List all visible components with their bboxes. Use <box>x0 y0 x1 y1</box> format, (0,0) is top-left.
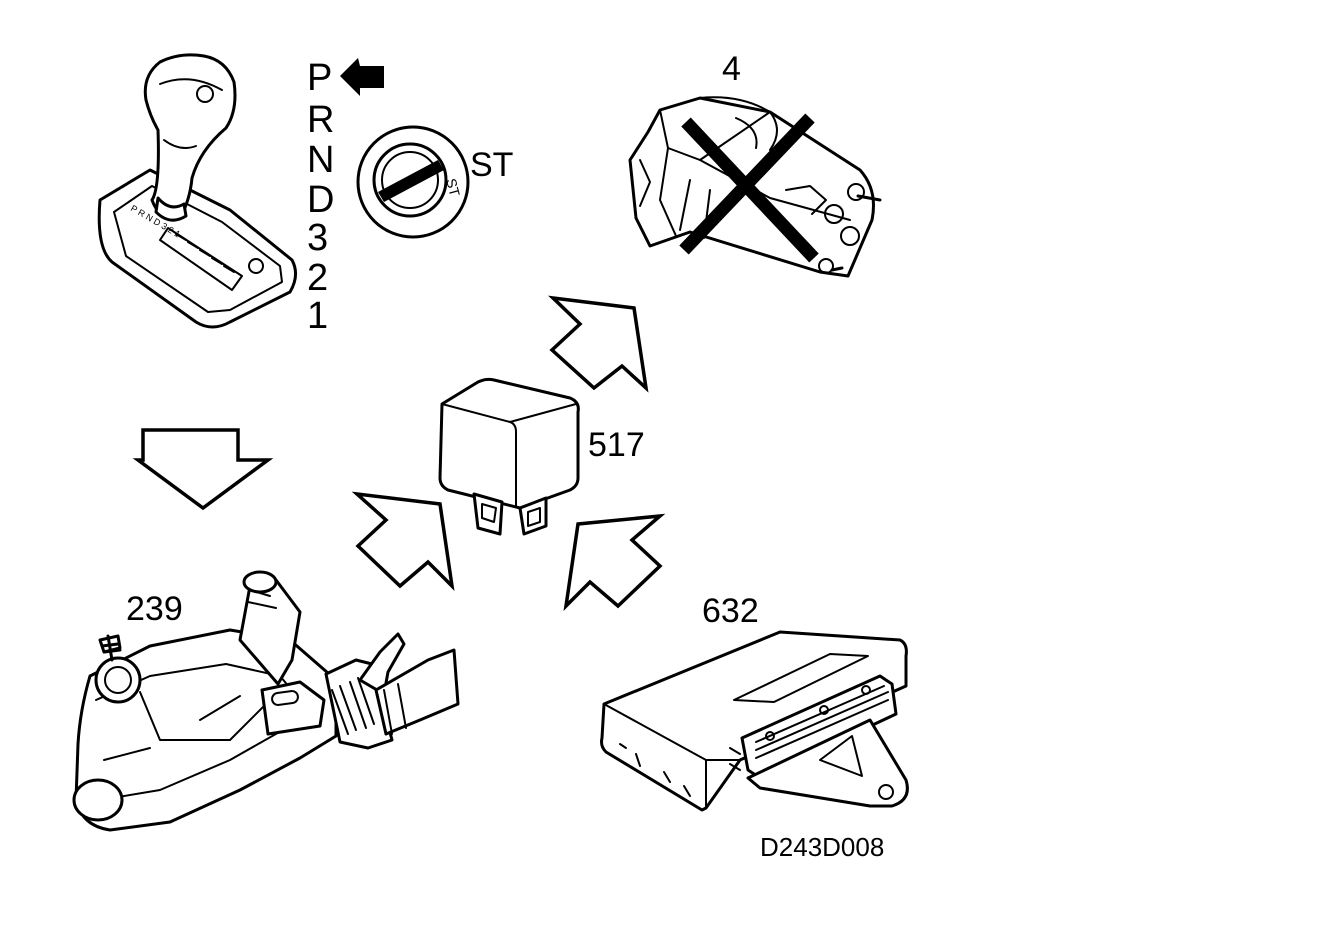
gear-position-p: P <box>307 57 332 99</box>
outline-arrow-icon <box>563 513 666 611</box>
gear-position-list: P R N D 3 2 1 <box>307 57 334 337</box>
ignition-switch: ST <box>356 125 470 239</box>
gear-position-1: 1 <box>307 295 328 337</box>
gear-position-d: D <box>307 179 334 221</box>
ignition-start-label: ST <box>470 146 513 184</box>
gear-position-3: 3 <box>307 217 328 259</box>
gear-position-n: N <box>307 139 334 181</box>
outline-arrow-icon <box>132 428 274 511</box>
control-module-number: 632 <box>702 592 759 630</box>
relay-number: 517 <box>588 426 645 464</box>
outline-arrow-icon <box>548 295 649 393</box>
figure-code: D243D008 <box>760 832 884 862</box>
bold-left-arrow-icon <box>340 58 384 96</box>
relay-illustration <box>438 377 580 536</box>
outline-arrow-icon <box>351 491 455 591</box>
ignition-dial-label: ST <box>443 177 463 199</box>
gear-lever-illustration: P R N D 3 2 1 <box>97 53 297 329</box>
starter-motor-number: 4 <box>722 50 741 88</box>
gear-position-r: R <box>307 99 334 141</box>
gear-selector-switch-illustration <box>72 570 460 832</box>
x-cross-icon <box>679 113 819 263</box>
control-module-illustration <box>600 630 909 812</box>
selector-switch-number: 239 <box>126 590 183 628</box>
gear-position-2: 2 <box>307 257 328 299</box>
